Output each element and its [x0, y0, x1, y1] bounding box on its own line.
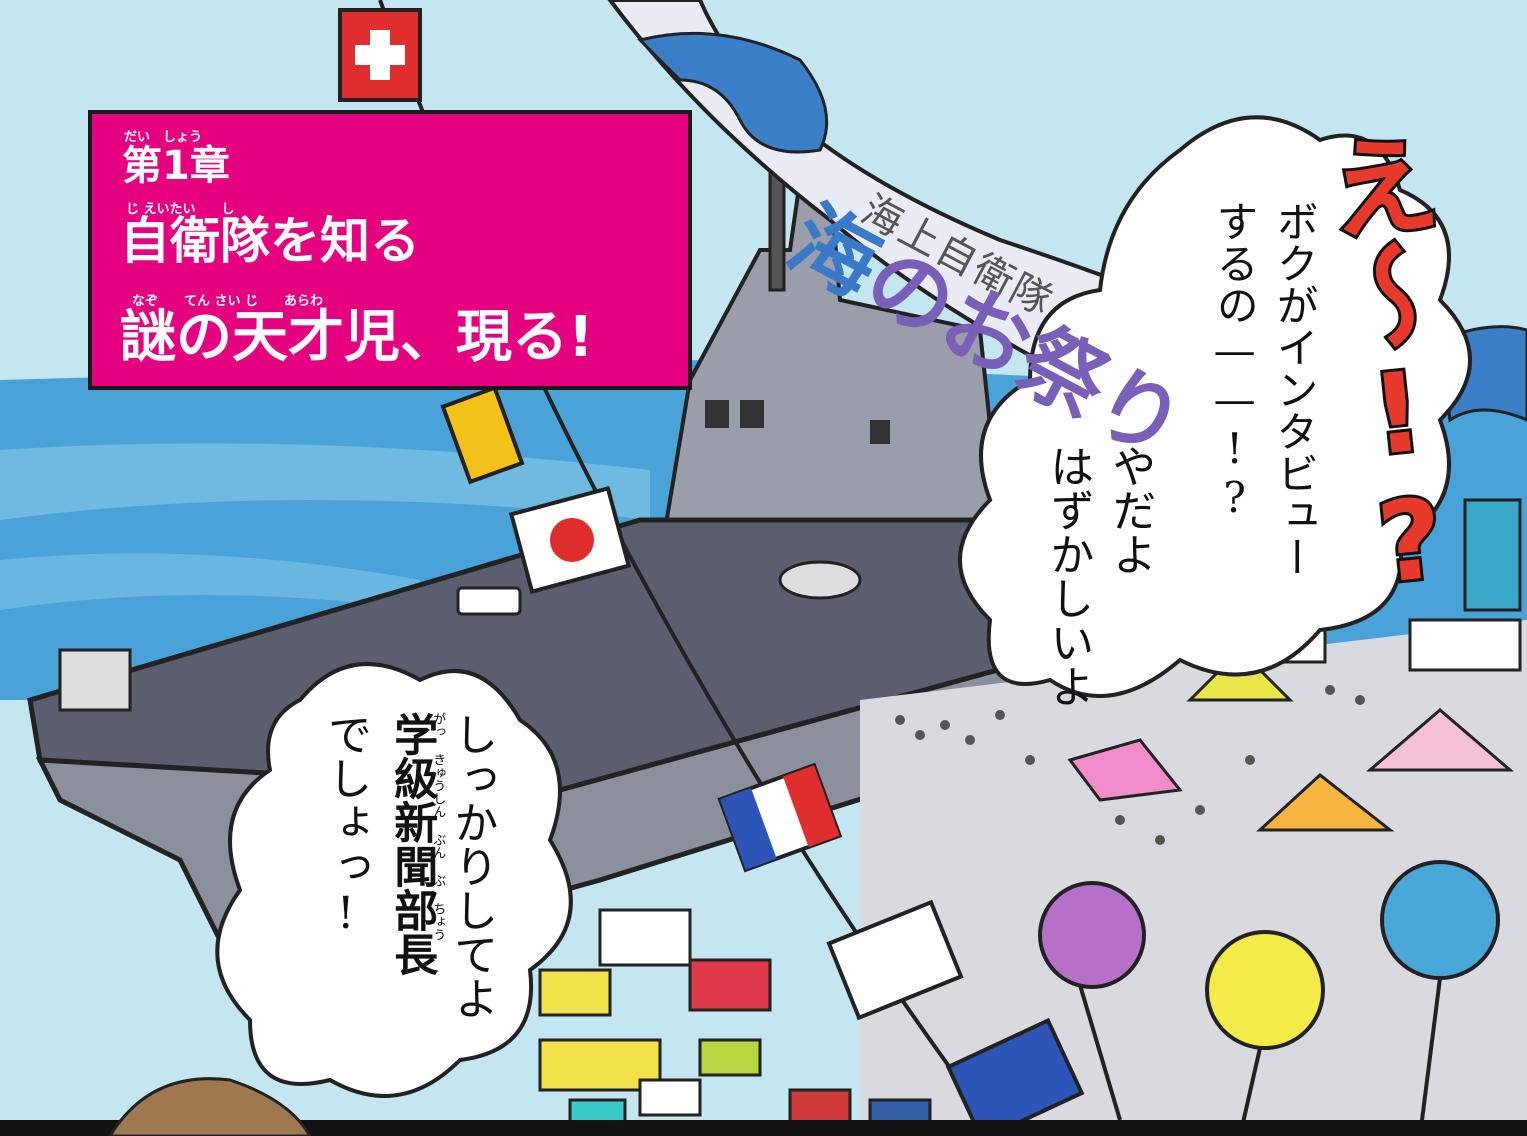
chapter-subtitle-ruby: なぞ てん さい じ あらわ: [132, 294, 324, 309]
parked-vehicles: [538, 908, 932, 1136]
chapter-label: 第1章: [122, 143, 230, 189]
screen-tower: [1463, 498, 1522, 612]
stall-tent: [1256, 773, 1395, 832]
speech-scold-line3: でしょっ!: [320, 712, 372, 939]
helicopter: [778, 560, 862, 600]
banner-wave: [637, 31, 829, 154]
speech-interview-line1: ボクがインタビュー: [1270, 200, 1320, 578]
speech-scold-ruby: がっ きゅうしん ぶん ぶ ちょう: [430, 712, 446, 941]
flag-usa: [826, 899, 964, 1021]
chapter-title-box: だい しょう 第1章 じ えいたい し 自衛隊を知る なぞ てん さい じ あら…: [88, 110, 692, 390]
chapter-title: 自衛隊を知る: [120, 212, 420, 270]
chapter-subtitle: 謎の天才児、現る!: [120, 305, 594, 370]
speech-bubble-right: [958, 115, 1472, 698]
speech-bubble-left: [215, 662, 573, 1098]
flag-uk: [945, 1017, 1085, 1136]
flag-switzerland: [338, 8, 422, 102]
ship-window: [740, 400, 764, 428]
crowd: [895, 685, 1365, 845]
flag-japan: [508, 485, 632, 595]
sea-highlight: [0, 553, 420, 610]
stall-tent: [1067, 738, 1183, 802]
panel-bottom-border: [0, 1120, 1527, 1136]
deck-structure: [58, 648, 132, 712]
deck-vehicle: [456, 586, 522, 616]
chapter-label-ruby: だい しょう: [124, 130, 203, 145]
speech-scold-line2: 学級新聞部長: [386, 712, 438, 976]
foreground-hair: [108, 1077, 312, 1136]
speech-scold-line1: しっかりしてよ: [446, 712, 498, 1020]
balloons: [1038, 860, 1500, 1136]
ship-window: [870, 420, 890, 444]
ship-window: [705, 400, 729, 428]
speech-shy-line2: はずかしいよ: [1042, 444, 1094, 708]
speech-shy-line1: やだよ: [1104, 444, 1156, 576]
flag-spain: [440, 385, 525, 485]
flag-france: [717, 762, 843, 873]
stall-tent: [1365, 708, 1515, 772]
festival-ground: [860, 620, 1527, 1136]
stage: [1408, 618, 1522, 672]
speech-interview-line2: するの——!?: [1210, 200, 1260, 522]
chapter-title-ruby: じ えいたい し: [126, 202, 235, 217]
